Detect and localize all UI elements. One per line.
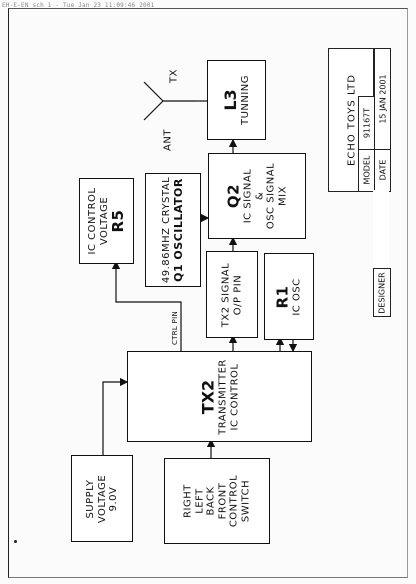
q1-line1: 49.86MHZ CRYSTAL	[160, 176, 172, 284]
switch-line3: BACK	[205, 486, 217, 516]
r5-line1: IC CONTROL	[86, 187, 98, 255]
supply-line1: SUPPLY	[84, 478, 96, 519]
switch-line1: RIGHT	[182, 484, 194, 518]
supply-line2: VOLTAGE	[96, 474, 108, 523]
block-tx2-transmitter: TX2 TRANSMITTER IC CONTROL	[127, 351, 312, 442]
block-l3-tunning: L3 TUNNING	[207, 60, 266, 140]
l3-label: TUNNING	[239, 74, 251, 126]
r5-line2: VOLTAGE	[97, 196, 109, 246]
title-date-value-cell: 15 JAN 2001	[374, 48, 391, 150]
l3-name: L3	[220, 89, 240, 111]
switch-line5: CONTROL	[228, 474, 240, 528]
q2-name: Q2	[224, 183, 243, 209]
switch-line2: LEFT	[194, 488, 205, 514]
tx2sig-line2: O/P PIN	[232, 274, 243, 315]
block-r1-ic-osc: R1 IC OSC	[264, 253, 314, 340]
block-supply-voltage: SUPPLY VOLTAGE 9.0V	[71, 455, 133, 542]
drawing-frame	[8, 8, 408, 578]
tx2-line2: IC CONTROL	[228, 363, 240, 430]
label-antenna: ANT	[162, 120, 174, 160]
tx2-line1: TRANSMITTER	[217, 358, 229, 435]
label-tx: TX	[168, 64, 180, 88]
block-q1-oscillator: 49.86MHZ CRYSTAL Q1 OSCILLATOR	[145, 173, 201, 287]
antenna-symbol	[143, 81, 196, 121]
title-designer-field	[373, 190, 389, 269]
wire-ctrl-pin	[111, 260, 182, 351]
tx2-name: TX2	[197, 379, 217, 414]
block-r5-control-voltage: IC CONTROL VOLTAGE R5	[79, 178, 134, 264]
title-date-label-cell: DATE	[374, 148, 391, 192]
q2-line4: MIX	[277, 186, 289, 206]
q2-line2: &	[254, 191, 266, 201]
tx2sig-line1: TX2 SIGNAL	[220, 262, 232, 327]
q2-line1: IC SIGNAL	[242, 168, 254, 224]
title-date-label: DATE	[377, 159, 387, 181]
wire-supply-tx2	[102, 377, 129, 455]
switch-line6: SWITCH	[240, 479, 251, 523]
r1-label: IC OSC	[291, 277, 303, 316]
title-company: ECHO TOYS LTD	[345, 74, 357, 166]
title-date-value: 15 JAN 2001	[377, 74, 387, 124]
block-control-switch: RIGHT LEFT BACK FRONT CONTROL SWITCH	[164, 458, 270, 544]
print-header: EH-E-EN sch 1 - Tue Jan 23 11:09:46 2001	[2, 2, 155, 9]
ctrl-pin-text: CTRL PIN	[170, 310, 179, 346]
switch-line4: FRONT	[217, 482, 228, 520]
title-model-value: 91167T	[362, 107, 372, 139]
r1-name: R1	[273, 285, 292, 308]
q1-line2: Q1 OSCILLATOR	[171, 178, 185, 282]
title-designer-cell: DESIGNER	[373, 268, 391, 317]
r5-name: R5	[108, 209, 127, 233]
title-model-label: MODEL	[362, 155, 372, 185]
block-q2-mix: Q2 IC SIGNAL & OSC SIGNAL MIX	[208, 153, 306, 239]
supply-line3: 9.0V	[107, 486, 119, 511]
q2-line3: OSC SIGNAL	[265, 162, 277, 230]
label-ctrl-pin: CTRL PIN	[170, 306, 180, 350]
title-designer-label: DESIGNER	[377, 271, 387, 314]
ant-text: ANT	[162, 129, 174, 151]
block-tx2-signal-pin: TX2 SIGNAL O/P PIN	[206, 251, 258, 338]
tx-text: TX	[168, 69, 180, 83]
corner-mark	[14, 540, 17, 543]
